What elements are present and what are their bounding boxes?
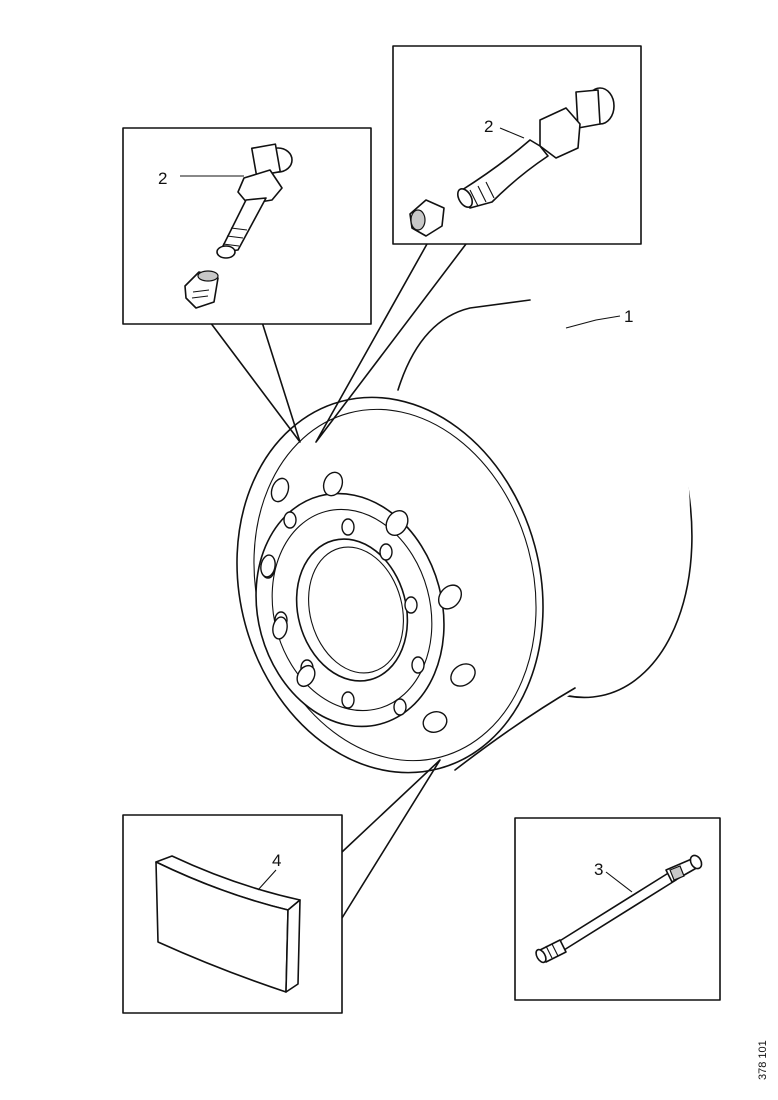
stud-hole [283,511,297,529]
stud-hole [341,691,355,709]
stud-hole [379,543,393,561]
straight-valve [216,143,293,259]
rim-barrel-top [397,299,531,391]
vent-hole [272,616,288,640]
rim-barrel-bottom [454,687,576,771]
center-bore [295,538,409,682]
callout-straight-valve-pointer [209,321,301,443]
label-extension: 3 [594,860,603,879]
stud-hole [393,698,407,716]
leader-wheel [565,315,621,329]
wheel-rim [236,299,693,774]
callout-weight-pointer [341,759,441,919]
callout-straight-valve: 2 [122,127,372,443]
vent-hole [437,584,463,610]
stud-hole [411,656,425,674]
callout-weight: 4 [122,759,441,1014]
vent-holes [260,471,476,733]
label-straight-valve: 2 [158,169,167,188]
valve-extension [535,854,703,964]
stud-hole [404,596,418,614]
vent-hole [450,663,476,687]
vent-hole [260,554,276,578]
vent-hole [422,711,448,733]
balance-weight [155,855,301,993]
callout-extension: 3 [514,817,721,1001]
callout-bent-valve-pointer [315,243,467,443]
vent-hole [296,664,316,688]
vent-hole [322,471,344,497]
label-weight: 4 [272,851,281,870]
bent-valve [456,87,615,209]
stud-hole [341,518,355,536]
reference-code: 378 101 [757,1040,769,1080]
leader-bent-valve [499,127,525,139]
center-bore-inner [308,546,404,674]
label-bent-valve: 2 [484,117,493,136]
straight-valve-cap [184,270,219,309]
label-wheel: 1 [624,307,633,326]
vent-hole [270,477,290,503]
callout-bent-valve: 2 [315,45,642,443]
leader-extension [605,871,633,893]
bent-valve-cap [409,199,445,237]
vent-hole [385,509,409,537]
leader-weight [257,869,277,891]
